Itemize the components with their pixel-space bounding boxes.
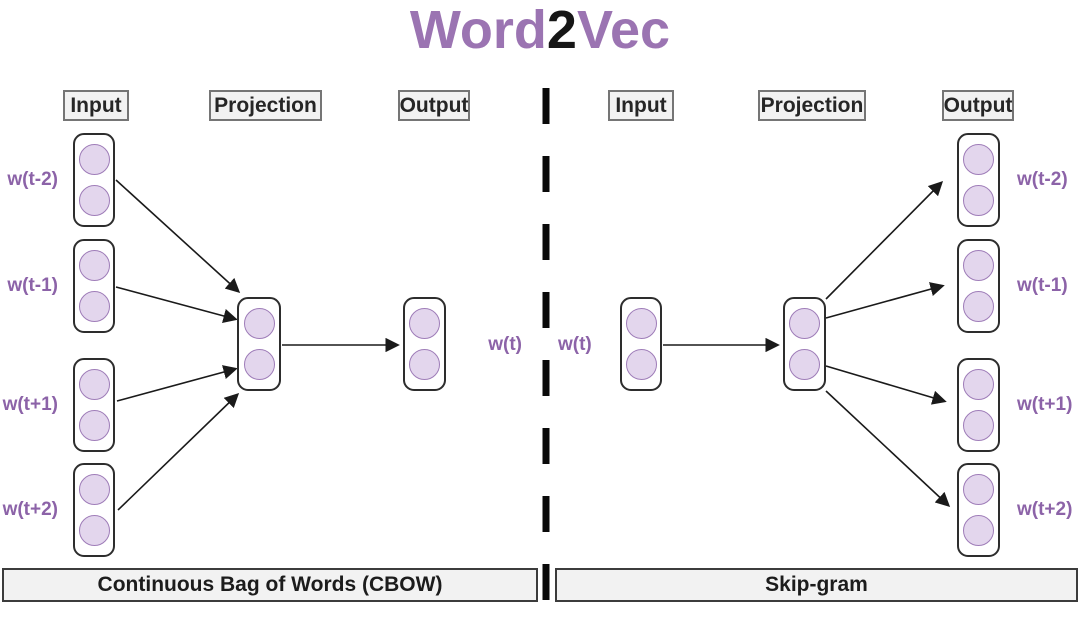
skipgram-caption: Skip-gram: [555, 568, 1078, 602]
cbow-label-wt+1: w(t+1): [2, 394, 58, 415]
arrow-cbow-wt+2-to-projection: [117, 392, 240, 511]
neuron-circle: [963, 515, 994, 546]
neuron-circle: [789, 308, 820, 339]
page-title: Word2Vec: [0, 2, 1080, 58]
cbow-label-wt: w(t): [488, 334, 522, 355]
skipgram-projection-node: [783, 297, 826, 391]
neuron-circle: [963, 185, 994, 216]
skipgram-input-node: [620, 297, 662, 391]
neuron-circle: [78, 185, 110, 216]
arrow-skipgram-projection-to-wt-1: [825, 282, 945, 319]
cbow-input-node-wt-2: [73, 133, 115, 227]
skipgram-header-output: Output: [942, 90, 1014, 121]
skipgram-output-node-wt-2: [957, 133, 1000, 227]
neuron-circle: [243, 308, 275, 339]
neuron-circle: [789, 349, 820, 380]
cbow-header-output: Output: [398, 90, 470, 121]
cbow-label-wt-1: w(t-1): [7, 275, 58, 296]
skipgram-label-wt: w(t): [558, 334, 592, 355]
neuron-circle: [625, 308, 657, 339]
cbow-input-node-wt+1: [73, 358, 115, 452]
skipgram-output-node-wt+2: [957, 463, 1000, 557]
title-vec: Vec: [576, 0, 671, 60]
arrow-cbow-wt-1-to-projection: [115, 286, 238, 323]
skipgram-header-input: Input: [608, 90, 674, 121]
title-word: Word: [409, 0, 547, 60]
skipgram-label-wt+1: w(t+1): [1017, 394, 1073, 415]
arrow-skipgram-projection-to-wt-2: [825, 180, 944, 300]
arrow-cbow-wt-2-to-projection: [115, 179, 241, 293]
skipgram-output-node-wt+1: [957, 358, 1000, 452]
neuron-circle: [963, 144, 994, 175]
neuron-circle: [78, 144, 110, 175]
skipgram-label-wt-1: w(t-1): [1017, 275, 1068, 296]
cbow-label-wt-2: w(t-2): [7, 169, 58, 190]
neuron-circle: [78, 515, 110, 546]
skipgram-header-projection: Projection: [758, 90, 866, 121]
neuron-circle: [963, 250, 994, 281]
cbow-label-wt+2: w(t+2): [2, 499, 58, 520]
neuron-circle: [78, 410, 110, 441]
neuron-circle: [78, 474, 110, 505]
neuron-circle: [963, 291, 994, 322]
arrow-skipgram-projection-to-wt+1: [825, 365, 947, 405]
neuron-circle: [78, 369, 110, 400]
cbow-caption: Continuous Bag of Words (CBOW): [2, 568, 538, 602]
neuron-circle: [78, 250, 110, 281]
neuron-circle: [963, 369, 994, 400]
neuron-circle: [963, 410, 994, 441]
title-2: 2: [546, 0, 577, 60]
cbow-header-projection: Projection: [209, 90, 322, 121]
neuron-circle: [963, 474, 994, 505]
neuron-circle: [243, 349, 275, 380]
cbow-output-node: [403, 297, 446, 391]
skipgram-label-wt+2: w(t+2): [1017, 499, 1073, 520]
skipgram-label-wt-2: w(t-2): [1017, 169, 1068, 190]
neuron-circle: [78, 291, 110, 322]
cbow-header-input: Input: [63, 90, 129, 121]
neuron-circle: [409, 349, 440, 380]
arrow-skipgram-projection-to-wt+2: [825, 390, 951, 507]
cbow-input-node-wt-1: [73, 239, 115, 333]
skipgram-output-node-wt-1: [957, 239, 1000, 333]
cbow-input-node-wt+2: [73, 463, 115, 557]
neuron-circle: [409, 308, 440, 339]
arrow-cbow-wt+1-to-projection: [116, 365, 238, 402]
neuron-circle: [625, 349, 657, 380]
cbow-projection-node: [237, 297, 281, 391]
